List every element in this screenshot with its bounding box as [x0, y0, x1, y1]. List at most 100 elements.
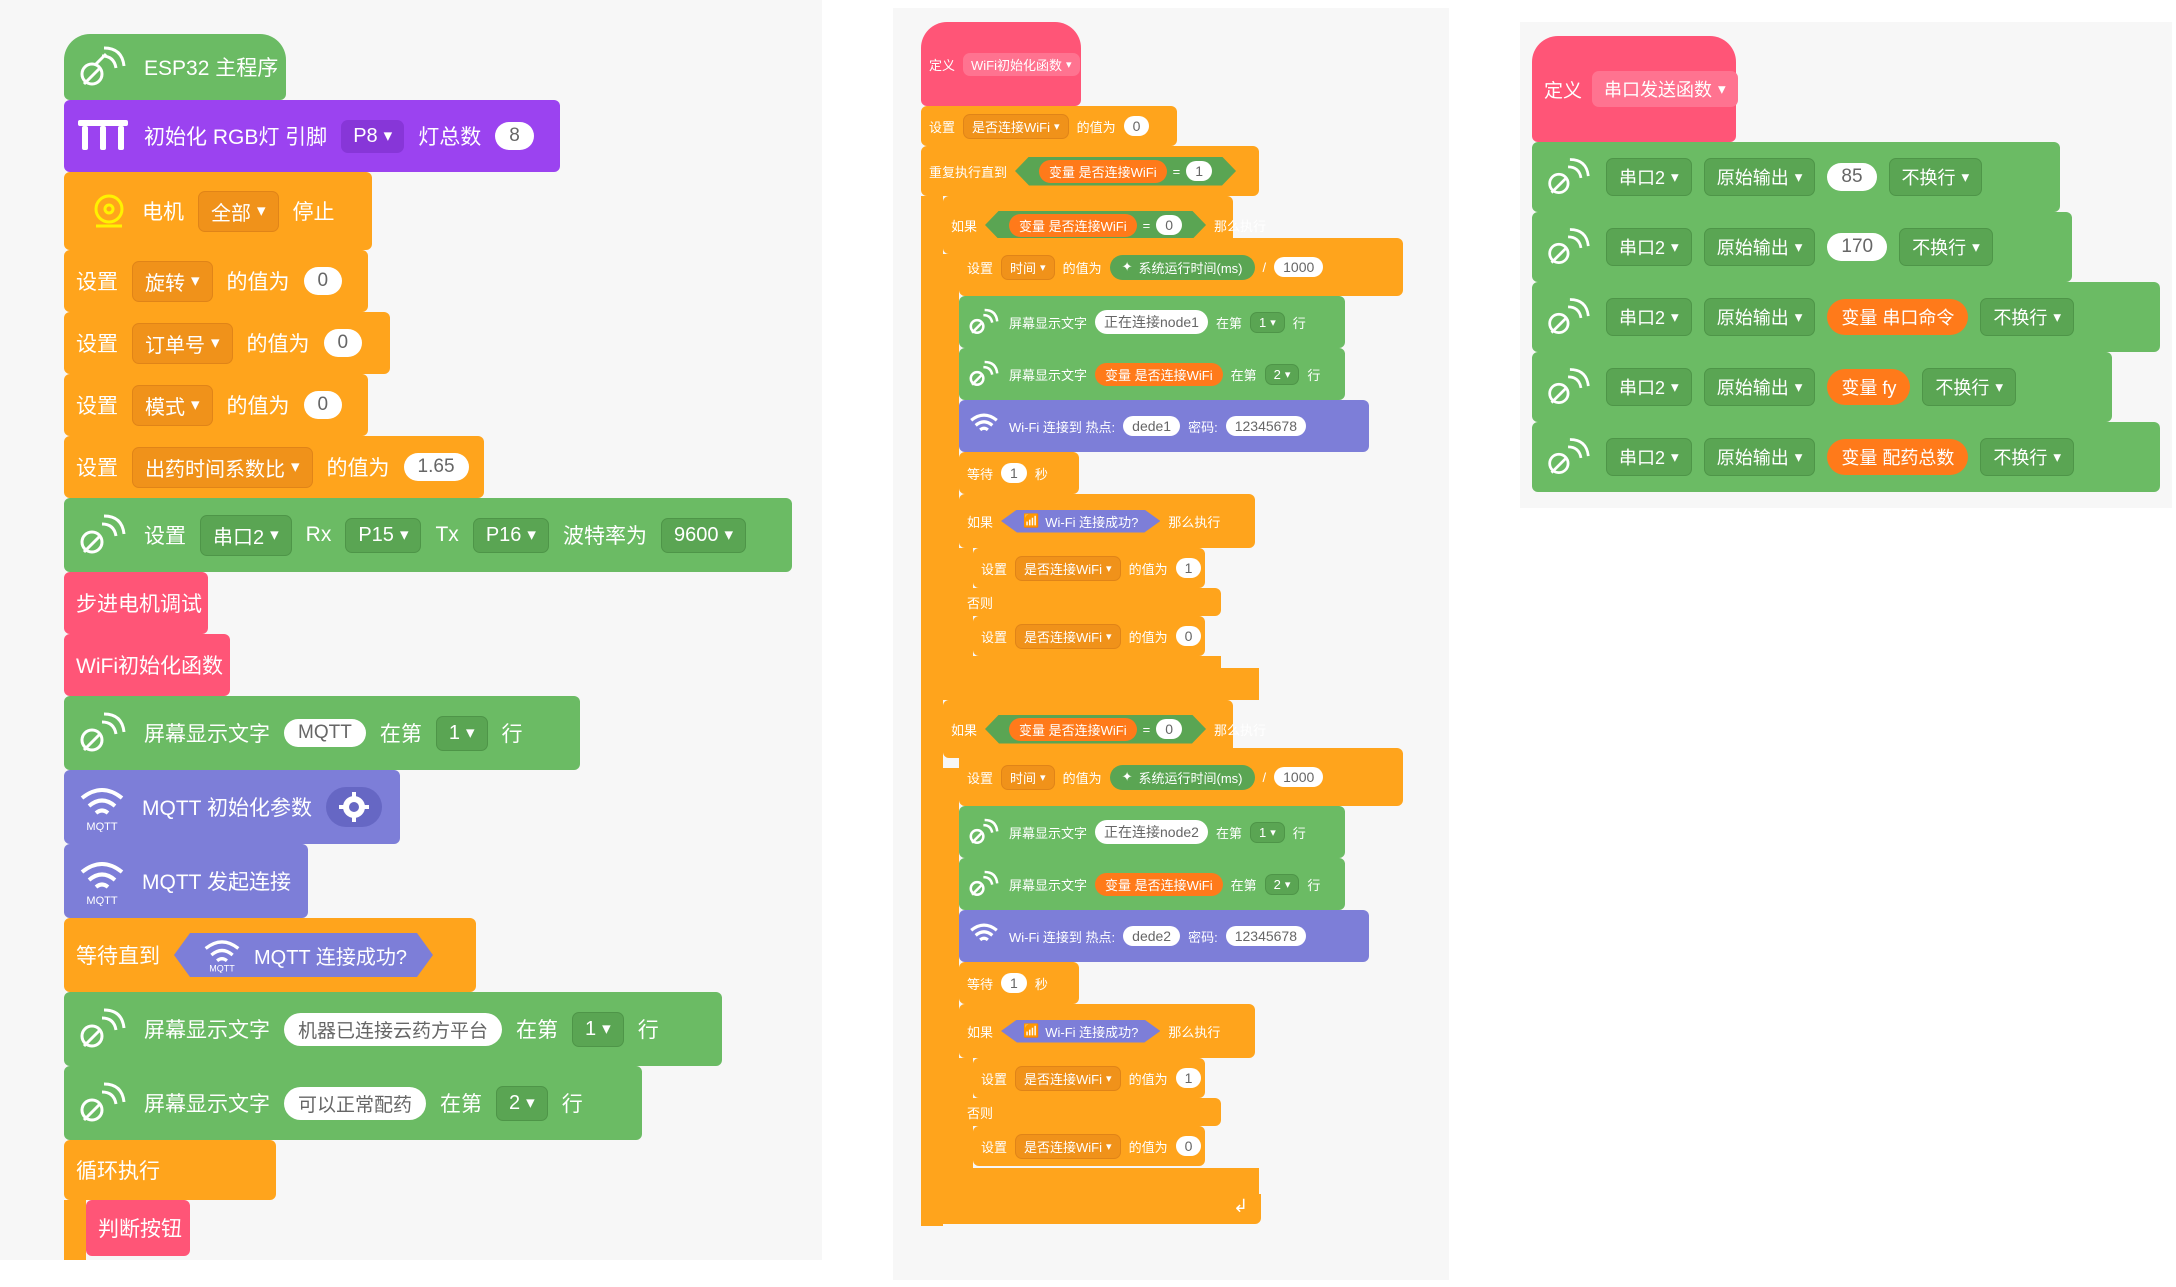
- line-dropdown[interactable]: 1: [1249, 311, 1285, 333]
- newline-dropdown[interactable]: 不换行: [1899, 228, 1993, 266]
- variable-dropdown[interactable]: 出药时间系数比: [132, 446, 313, 488]
- variable-dropdown[interactable]: 订单号: [132, 322, 233, 364]
- variable-reporter[interactable]: 变量 是否连接WiFi: [1039, 160, 1167, 183]
- motor-select-dropdown[interactable]: 全部: [198, 190, 279, 232]
- serial-port-dropdown[interactable]: 串口2: [1606, 158, 1692, 196]
- variable-dropdown[interactable]: 是否连接WiFi: [1015, 1065, 1121, 1091]
- rgb-pin-dropdown[interactable]: P8: [341, 119, 405, 153]
- newline-dropdown[interactable]: 不换行: [1922, 368, 2017, 406]
- call-wifi-init[interactable]: WiFi初始化函数: [64, 634, 230, 696]
- value-input[interactable]: 1: [1186, 161, 1212, 181]
- variable-dropdown[interactable]: 时间: [1001, 254, 1055, 280]
- line-dropdown[interactable]: 2: [1264, 873, 1300, 895]
- mqtt-connect-block[interactable]: MQTT MQTT 发起连接: [64, 844, 308, 918]
- set-flag-1-block[interactable]: 设置 是否连接WiFi 的值为 1: [973, 548, 1205, 588]
- define-wifi-init-hat[interactable]: 定义 WiFi初始化函数: [921, 22, 1081, 106]
- screen-text-input[interactable]: 机器已连接云药方平台: [284, 1012, 503, 1046]
- rgb-count-input[interactable]: 8: [495, 122, 534, 150]
- wifi-connect-block[interactable]: Wi-Fi 连接到 热点: dede1 密码: 12345678: [959, 400, 1369, 452]
- variable-dropdown[interactable]: 是否连接WiFi: [1015, 623, 1121, 649]
- value-input[interactable]: 0: [1156, 719, 1182, 739]
- set-flag-0-block[interactable]: 设置 是否连接WiFi 的值为 0: [973, 616, 1205, 656]
- wifi-connected-condition[interactable]: 📶 Wi-Fi 连接成功?: [1001, 510, 1160, 533]
- define-serial-send-hat[interactable]: 定义 串口发送函数: [1532, 36, 1738, 142]
- wifi-connect-block[interactable]: Wi-Fi 连接到 热点: dede2 密码: 12345678: [959, 910, 1369, 962]
- mqtt-init-block[interactable]: MQTT MQTT 初始化参数: [64, 770, 400, 844]
- screen-text-block[interactable]: 屏幕显示文字 正在连接node1 在第 1 行: [959, 296, 1345, 348]
- variable-reporter[interactable]: 变量 是否连接WiFi: [1009, 718, 1137, 741]
- value-input[interactable]: 1.65: [403, 453, 469, 481]
- screen-var-block[interactable]: 屏幕显示文字 变量 是否连接WiFi 在第 2 行: [959, 858, 1345, 910]
- value-input[interactable]: 1000: [1274, 257, 1324, 277]
- motor-stop-block[interactable]: 电机 全部 停止: [64, 172, 372, 250]
- variable-reporter[interactable]: 变量 是否连接WiFi: [1095, 362, 1223, 386]
- variable-dropdown[interactable]: 是否连接WiFi: [963, 113, 1069, 139]
- seconds-input[interactable]: 1: [1001, 973, 1027, 993]
- variable-reporter[interactable]: 变量 串口命令: [1827, 299, 1969, 335]
- seconds-input[interactable]: 1: [1001, 463, 1027, 483]
- variable-dropdown[interactable]: 是否连接WiFi: [1015, 555, 1121, 581]
- loop-block[interactable]: 循环执行: [64, 1140, 276, 1200]
- value-input[interactable]: 1000: [1274, 767, 1324, 787]
- system-time-reporter[interactable]: ✦ 系统运行时间(ms): [1109, 764, 1255, 790]
- screen-text-input[interactable]: MQTT: [284, 719, 366, 747]
- rx-pin-dropdown[interactable]: P15: [345, 517, 422, 553]
- rgb-init-block[interactable]: 初始化 RGB灯 引脚 P8 灯总数 8: [64, 100, 560, 172]
- compare-condition[interactable]: 变量 是否连接WiFi = 0: [985, 211, 1206, 240]
- gear-icon[interactable]: [325, 787, 382, 827]
- compare-condition[interactable]: 变量 是否连接WiFi = 1: [1015, 157, 1236, 186]
- variable-dropdown[interactable]: 旋转: [132, 260, 213, 302]
- variable-dropdown[interactable]: 模式: [132, 384, 213, 426]
- serial-port-dropdown[interactable]: 串口2: [1606, 368, 1692, 406]
- compare-condition[interactable]: 变量 是否连接WiFi = 0: [985, 715, 1206, 744]
- newline-dropdown[interactable]: 不换行: [1888, 158, 1983, 196]
- system-time-reporter[interactable]: ✦ 系统运行时间(ms): [1109, 254, 1255, 280]
- line-dropdown[interactable]: 1: [572, 1011, 624, 1047]
- if-wifi-block[interactable]: 如果 📶 Wi-Fi 连接成功? 那么执行: [959, 1004, 1255, 1058]
- value-input[interactable]: 0: [303, 391, 343, 419]
- mqtt-connected-condition[interactable]: MQTT MQTT 连接成功?: [174, 933, 433, 977]
- serial-port-dropdown[interactable]: 串口2: [1606, 438, 1692, 476]
- set-ratio-block[interactable]: 设置 出药时间系数比 的值为 1.65: [64, 436, 484, 498]
- set-time-block-2[interactable]: 设置 时间 的值为 ✦ 系统运行时间(ms) / 1000: [959, 748, 1403, 806]
- set-mode-block[interactable]: 设置 模式 的值为 0: [64, 374, 368, 436]
- variable-dropdown[interactable]: 是否连接WiFi: [1015, 1133, 1121, 1159]
- ssid-input[interactable]: dede2: [1123, 926, 1181, 946]
- serial-port-dropdown[interactable]: 串口2: [1606, 228, 1692, 266]
- variable-reporter[interactable]: 变量 是否连接WiFi: [1095, 872, 1223, 896]
- wifi-connected-condition[interactable]: 📶 Wi-Fi 连接成功?: [1001, 1020, 1160, 1043]
- set-flag-1-block[interactable]: 设置 是否连接WiFi 的值为 1: [973, 1058, 1205, 1098]
- newline-dropdown[interactable]: 不换行: [1980, 298, 2075, 336]
- password-input[interactable]: 12345678: [1225, 926, 1307, 946]
- value-input[interactable]: 170: [1827, 233, 1888, 261]
- line-dropdown[interactable]: 1: [435, 715, 488, 751]
- value-input[interactable]: 0: [303, 267, 343, 295]
- call-check-button[interactable]: 判断按钮: [86, 1200, 190, 1256]
- set-wifi-flag-block[interactable]: 设置 是否连接WiFi 的值为 0: [921, 106, 1177, 146]
- define-name[interactable]: WiFi初始化函数: [963, 52, 1080, 76]
- repeat-until-block[interactable]: 重复执行直到 变量 是否连接WiFi = 1: [921, 146, 1259, 196]
- call-stepper-debug[interactable]: 步进电机调试: [64, 572, 208, 634]
- if-wifi-block[interactable]: 如果 📶 Wi-Fi 连接成功? 那么执行: [959, 494, 1255, 548]
- newline-dropdown[interactable]: 不换行: [1980, 438, 2075, 476]
- serial-output-block[interactable]: 串口2原始输出170不换行: [1532, 212, 2072, 282]
- value-input[interactable]: 0: [323, 329, 363, 357]
- screen-text-block-3[interactable]: 屏幕显示文字 可以正常配药 在第 2 行: [64, 1066, 642, 1140]
- line-dropdown[interactable]: 1: [1249, 821, 1285, 843]
- set-flag-0-block[interactable]: 设置 是否连接WiFi 的值为 0: [973, 1126, 1205, 1166]
- set-rotate-block[interactable]: 设置 旋转 的值为 0: [64, 250, 368, 312]
- value-input[interactable]: 1: [1175, 558, 1202, 578]
- variable-reporter[interactable]: 变量 是否连接WiFi: [1009, 214, 1137, 237]
- screen-var-block[interactable]: 屏幕显示文字 变量 是否连接WiFi 在第 2 行: [959, 348, 1345, 400]
- ssid-input[interactable]: dede1: [1123, 416, 1181, 436]
- baud-dropdown[interactable]: 9600: [660, 517, 746, 553]
- output-mode-dropdown[interactable]: 原始输出: [1703, 368, 1816, 406]
- value-input[interactable]: 0: [1123, 116, 1150, 136]
- tx-pin-dropdown[interactable]: P16: [472, 517, 549, 553]
- password-input[interactable]: 12345678: [1225, 416, 1307, 436]
- set-time-block-1[interactable]: 设置 时间 的值为 ✦ 系统运行时间(ms) / 1000: [959, 238, 1403, 296]
- serial-port-dropdown[interactable]: 串口2: [200, 514, 292, 556]
